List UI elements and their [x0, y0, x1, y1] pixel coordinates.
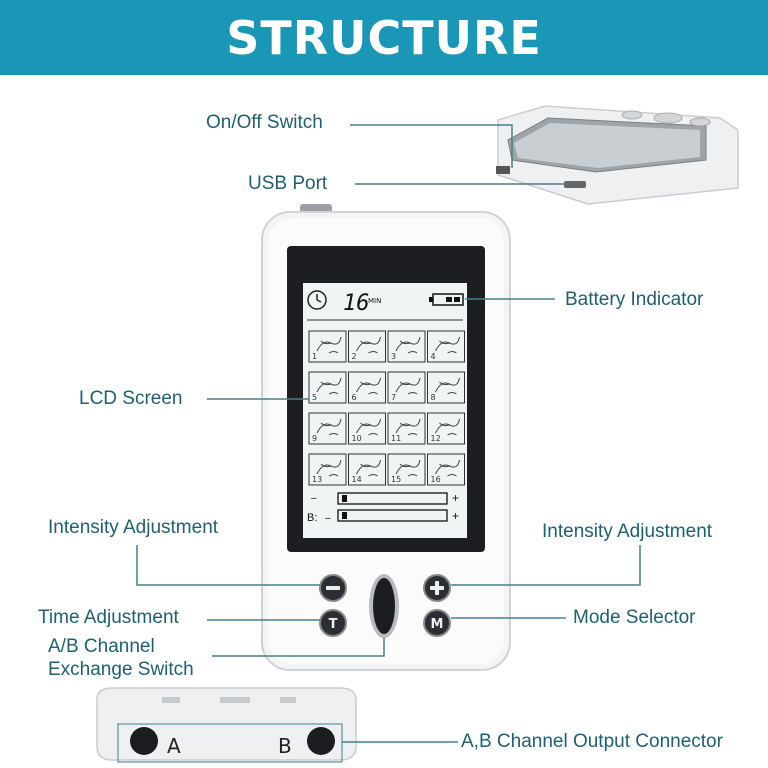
channel-b-minus: – [325, 513, 331, 524]
mode-number: 4 [431, 352, 436, 361]
body-part-icon [356, 377, 381, 395]
mode-cell-7: 7 [387, 371, 426, 404]
mode-number: 5 [312, 393, 317, 402]
label-ab-output-connector: A,B Channel Output Connector [461, 731, 723, 752]
label-time-adjustment: Time Adjustment [38, 607, 179, 628]
body-part-icon [316, 377, 342, 395]
mode-selector-button[interactable]: M [423, 609, 451, 637]
device-top-view [496, 105, 739, 205]
mode-number: 8 [431, 393, 436, 402]
port-a-label: A [167, 734, 181, 758]
leader-lines [136, 124, 641, 743]
mode-number: 10 [352, 434, 362, 443]
mode-cell-6: 6 [348, 371, 386, 404]
svg-text:T: T [329, 617, 338, 632]
body-part-icon [435, 377, 460, 395]
mode-number: 3 [391, 352, 396, 361]
mode-number: 2 [352, 352, 357, 361]
intensity-minus-button[interactable] [319, 574, 347, 602]
mode-cell-4: 4 [427, 330, 465, 363]
timer-value: 16 [343, 291, 370, 316]
label-on-off-switch: On/Off Switch [206, 112, 323, 133]
body-part-icon [395, 377, 421, 395]
device-bottom-view: A B [96, 687, 357, 763]
body-part-icon [316, 418, 342, 436]
on-off-switch-icon [496, 166, 510, 174]
body-part-icon [316, 336, 342, 354]
mode-cell-2: 2 [348, 330, 386, 363]
label-ab-channel-line2: Exchange Switch [48, 659, 194, 680]
page-title: STRUCTURE [0, 0, 768, 75]
body-part-icon [435, 418, 460, 436]
svg-text:M: M [431, 617, 444, 632]
mode-cell-9: 9 [308, 412, 347, 445]
mode-cell-12: 12 [427, 412, 465, 445]
mode-cell-3: 3 [387, 330, 426, 363]
mode-cell-13: 13 [308, 453, 347, 486]
mode-cell-15: 15 [387, 453, 426, 486]
mode-number: 9 [312, 434, 317, 443]
body-part-icon [316, 459, 342, 477]
mode-number: 7 [391, 393, 396, 402]
usb-port-icon [564, 181, 586, 188]
mode-cell-10: 10 [348, 412, 386, 445]
intensity-plus-button[interactable] [423, 574, 451, 602]
label-intensity-adjustment-left: Intensity Adjustment [48, 517, 219, 538]
mode-number: 1 [312, 352, 317, 361]
port-b-label: B [278, 734, 292, 758]
body-part-icon [395, 459, 421, 477]
label-mode-selector: Mode Selector [573, 607, 696, 628]
label-battery-indicator: Battery Indicator [565, 289, 704, 310]
body-part-icon [435, 336, 460, 354]
timer-unit: MIN [368, 297, 381, 305]
mode-cell-14: 14 [348, 453, 386, 486]
mode-number: 14 [352, 475, 362, 484]
clock-icon [307, 290, 327, 310]
port-b-icon [307, 727, 335, 755]
channel-a-minus: – [311, 493, 317, 504]
mode-number: 13 [312, 475, 322, 484]
port-a-icon [130, 727, 158, 755]
mode-cell-16: 16 [427, 453, 465, 486]
lcd-screen [303, 283, 467, 538]
mode-number: 6 [352, 393, 357, 402]
label-ab-channel-line1: A/B Channel [48, 636, 155, 657]
mode-number: 16 [431, 475, 441, 484]
channel-b-intensity-bar [337, 509, 448, 522]
mode-number: 11 [391, 434, 401, 443]
label-lcd-screen: LCD Screen [79, 388, 183, 409]
channel-b-plus: + [452, 509, 459, 523]
label-usb-port: USB Port [248, 173, 328, 194]
mode-cell-5: 5 [308, 371, 347, 404]
channel-a-plus: + [452, 491, 459, 505]
body-part-icon [435, 459, 460, 477]
label-intensity-adjustment-right: Intensity Adjustment [542, 521, 713, 542]
mode-number: 12 [431, 434, 441, 443]
body-part-icon [356, 336, 381, 354]
channel-a-intensity-bar [337, 492, 448, 505]
time-adjustment-button[interactable]: T [319, 609, 347, 637]
mode-cell-8: 8 [427, 371, 465, 404]
channel-b-label: B: [307, 512, 317, 524]
body-part-icon [356, 459, 381, 477]
mode-cell-1: 1 [308, 330, 347, 363]
ab-channel-switch-button[interactable] [369, 574, 399, 638]
body-part-icon [395, 418, 421, 436]
body-part-icon [356, 418, 381, 436]
mode-cell-11: 11 [387, 412, 426, 445]
mode-number: 15 [391, 475, 401, 484]
body-part-icon [395, 336, 421, 354]
